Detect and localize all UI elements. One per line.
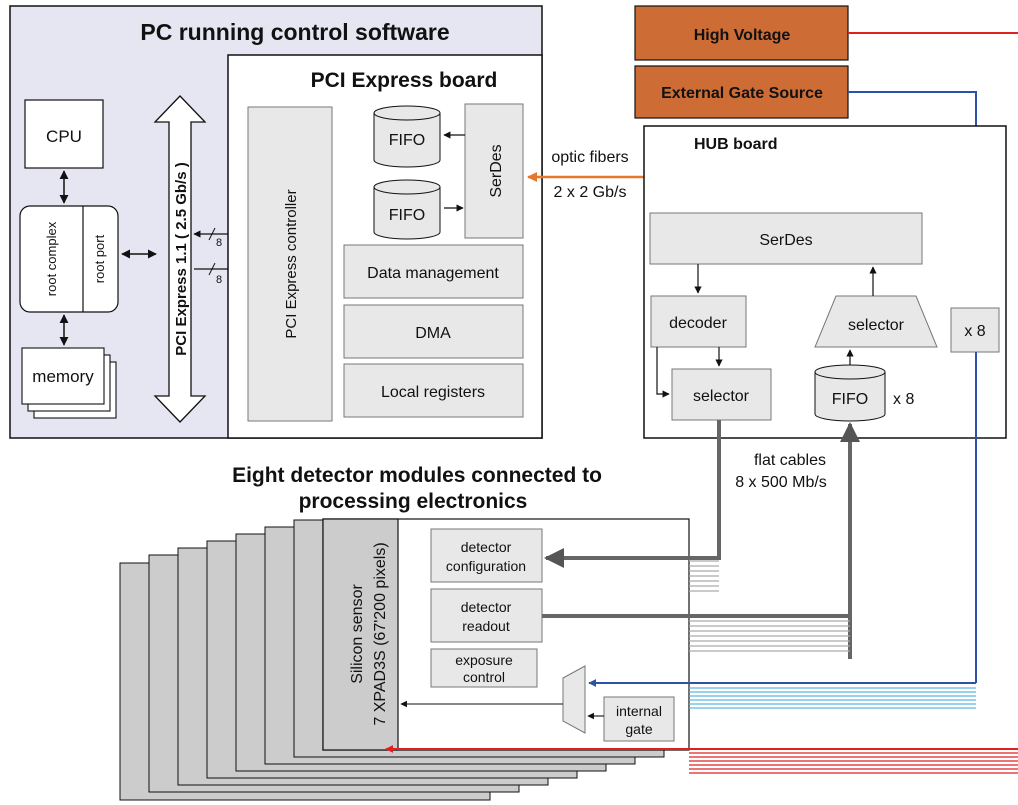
internal-gate-block <box>603 696 675 742</box>
memory-stack <box>21 347 117 419</box>
exposure-control-block <box>430 648 538 688</box>
bus-in-slash <box>208 227 216 241</box>
silicon-sensor <box>322 518 399 751</box>
pcie-serdes-label: SerDes <box>488 144 505 197</box>
high-voltage-distribution <box>385 745 1018 774</box>
hub-fifo-cylinder <box>814 364 886 422</box>
detectors-title-line1: Eight detector modules connected to <box>232 464 602 487</box>
selector-top-label: selector <box>848 317 905 334</box>
exposure-control-line2: control <box>463 669 505 685</box>
detector-configuration-line1: detector <box>461 539 512 555</box>
cpu-block <box>24 99 104 169</box>
flat-cables <box>542 420 860 659</box>
hub-serdes-block <box>649 212 923 265</box>
bus-out-slash <box>208 262 216 276</box>
hub-fifo-multiplier: x 8 <box>893 391 914 408</box>
selector-bottom-label: selector <box>693 388 750 405</box>
readout-cable-bundle <box>689 620 850 652</box>
data-management-label: Data management <box>367 265 499 282</box>
external-gate-label: External Gate Source <box>661 85 823 102</box>
fifo-top-cylinder <box>373 105 441 168</box>
local-registers-label: Local registers <box>381 384 485 401</box>
bus-in-width: 8 <box>216 237 222 249</box>
pcie-board-title: PCI Express board <box>311 69 498 92</box>
detector-readout-line2: readout <box>462 618 510 634</box>
hv-cable-bundle <box>689 752 1018 774</box>
root-complex-block <box>19 205 119 313</box>
pcie-bus-arrow <box>153 95 207 423</box>
selector-bottom-block <box>671 368 772 421</box>
config-cable-trunk <box>544 420 721 568</box>
external-gate-box <box>634 65 849 119</box>
optic-fibers-rate: 2 x 2 Gb/s <box>554 184 627 201</box>
pcie-controller-label: PCI Express controller <box>283 189 300 338</box>
flat-cables-label: flat cables <box>754 452 826 469</box>
gate-cable-bundle <box>689 687 976 709</box>
flat-cables-rate: 8 x 500 Mb/s <box>735 474 827 491</box>
cpu-label: CPU <box>46 127 82 146</box>
data-management-block <box>343 244 524 299</box>
detectors-title-line2: processing electronics <box>299 490 528 513</box>
silicon-sensor-line2: 7 XPAD3S (67'200 pixels) <box>372 542 389 725</box>
decoder-block <box>650 295 747 348</box>
detector-readout-line1: detector <box>461 599 512 615</box>
sources: High Voltage External Gate Source <box>634 5 1018 305</box>
decoder-label: decoder <box>669 315 727 332</box>
gate-distribution <box>588 352 977 709</box>
hub-serdes-label: SerDes <box>759 232 812 249</box>
silicon-sensor-line1: Silicon sensor <box>349 584 366 684</box>
local-registers-block <box>343 363 524 418</box>
high-voltage-box <box>634 5 849 61</box>
gate-mux <box>562 665 586 734</box>
pcie-serdes-block <box>464 103 524 239</box>
pc-title: PC running control software <box>140 19 449 45</box>
internal-gate-line1: internal <box>616 703 662 719</box>
internal-gate-line2: gate <box>625 721 652 737</box>
selector-top-trapezoid <box>814 295 938 348</box>
gate-multiplier-block <box>950 307 1000 353</box>
hub-board-title: HUB board <box>694 136 778 153</box>
detector-configuration-block <box>430 528 543 583</box>
dma-label: DMA <box>415 325 451 342</box>
decoder-bypass-arrow <box>656 347 670 398</box>
hub-board: HUB board SerDes decoder selector select… <box>643 125 1007 439</box>
bus-out-width: 8 <box>216 274 222 286</box>
optic-fibers-label: optic fibers <box>551 149 628 166</box>
root-complex-label: root complex <box>44 221 59 296</box>
exposure-control-line1: exposure <box>455 652 513 668</box>
detector-module-stack: Silicon sensor 7 XPAD3S (67'200 pixels) … <box>119 518 690 801</box>
pcie-board: PCI Express board PCI Express controller… <box>227 54 543 439</box>
fifo-top-label: FIFO <box>389 132 425 149</box>
hub-fifo-label: FIFO <box>832 391 868 408</box>
memory-label: memory <box>32 367 94 386</box>
pcie-controller-block <box>247 106 333 422</box>
dma-block <box>343 304 524 359</box>
high-voltage-label: High Voltage <box>694 27 791 44</box>
root-port-label: root port <box>92 234 107 283</box>
fifo-bottom-label: FIFO <box>389 207 425 224</box>
gate-multiplier-label: x 8 <box>964 323 985 340</box>
detector-configuration-line2: configuration <box>446 558 526 574</box>
fifo-bottom-cylinder <box>373 179 441 240</box>
config-cable-bundle <box>689 560 719 592</box>
detector-readout-block <box>430 588 543 643</box>
pcie-link-label: PCI Express 1.1 ( 2.5 Gb/s ) <box>173 162 190 355</box>
